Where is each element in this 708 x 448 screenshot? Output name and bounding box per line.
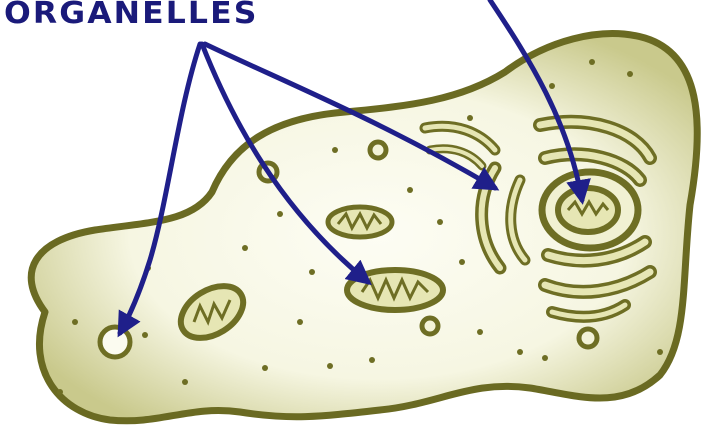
- vesicle-icon: [422, 318, 438, 334]
- organelles-label: ORGANELLES: [4, 0, 259, 32]
- vacuole-icon: [100, 327, 130, 357]
- mitochondrion-icon: [328, 207, 392, 237]
- nucleus-icon: [542, 172, 638, 248]
- vesicle-icon: [370, 142, 386, 158]
- vesicle-icon: [579, 329, 597, 347]
